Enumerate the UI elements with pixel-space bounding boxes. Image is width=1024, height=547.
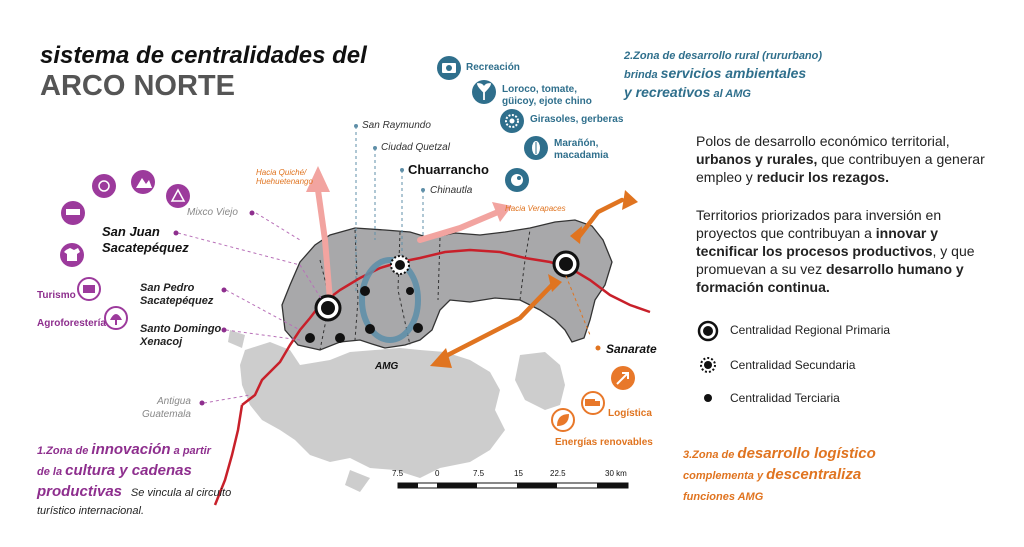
place-chuarrancho: Chuarrancho xyxy=(408,162,489,177)
legend-symbol-primary xyxy=(697,320,719,342)
zone2-line2b: servicios ambientales xyxy=(660,65,807,81)
place-santo-domingo-2: Xenacoj xyxy=(140,336,183,348)
direction-arrows-pink xyxy=(315,187,501,303)
hammock-icon xyxy=(61,201,85,225)
scale-tick-0: 7.5 xyxy=(392,469,404,478)
zone3-icons xyxy=(551,366,635,432)
product-label-nuts-2: macadamia xyxy=(554,150,609,161)
shirt-icon xyxy=(60,243,84,267)
place-hacia-quiche: Hacia Quiché/ Huehuetenango xyxy=(256,168,313,186)
municipal-borders xyxy=(319,229,531,351)
truck-icon xyxy=(581,391,605,415)
place-san-juan: San Juan Sacatepéquez xyxy=(102,224,189,256)
label-turismo: Turismo xyxy=(37,290,76,301)
sprout-icon xyxy=(472,80,496,104)
camera-icon xyxy=(437,56,461,80)
product-label-nuts: Marañón, macadamia xyxy=(554,138,608,162)
arrow-head-verapaces xyxy=(492,202,512,222)
urban-area-background xyxy=(228,330,565,492)
place-antigua-1: Antigua xyxy=(157,396,191,407)
place-chinautla: Chinautla xyxy=(430,185,473,196)
title-line2: ARCO NORTE xyxy=(40,70,235,102)
arrow-head-2 xyxy=(548,274,562,292)
product-label-recreacion: Recreación xyxy=(466,62,520,73)
place-san-pedro-1: San Pedro xyxy=(140,282,195,294)
product-label-vegetables-2: güicoy, ejote chino xyxy=(502,96,592,107)
product-label-flowers: Girasoles, gerberas xyxy=(530,114,624,125)
description-paragraph-2: Territorios priorizados para inversión e… xyxy=(696,207,975,295)
camera-purple-icon xyxy=(77,277,101,301)
place-mixco-viejo: Mixco Viejo xyxy=(187,207,238,218)
arrow-head-quiche xyxy=(306,166,330,192)
leaf-energy-icon xyxy=(551,408,575,432)
centrality-secondary-chuarrancho xyxy=(390,255,410,275)
scale-bar xyxy=(397,482,629,489)
place-antigua: Antigua Guatemala xyxy=(142,395,191,421)
description-paragraph-1: Polos de desarrollo económico territoria… xyxy=(696,133,985,185)
nut-icon xyxy=(505,168,529,192)
zone2-line2a: brinda xyxy=(624,69,661,81)
place-san-pedro-2: Sacatepéquez xyxy=(140,295,214,307)
label-energias: Energías renovables xyxy=(555,437,653,448)
zone2-line3a: y recreativos xyxy=(624,84,711,100)
sunflower-icon xyxy=(500,109,524,133)
logistic-arrows xyxy=(439,197,625,361)
zone2-line1: 2.Zona de desarrollo rural (rururbano) xyxy=(624,50,823,62)
scale-tick-4: 22.5 xyxy=(550,469,566,478)
rural-zone-ellipse xyxy=(359,257,421,343)
product-label-nuts-1: Marañón, xyxy=(554,138,599,149)
place-san-raymundo: San Raymundo xyxy=(362,120,431,131)
place-santo-domingo-1: Santo Domingo xyxy=(140,323,222,335)
place-ciudad-quetzal: Ciudad Quetzal xyxy=(381,142,450,153)
mountain-icon xyxy=(131,170,155,194)
zone2-icons xyxy=(437,56,548,192)
title-line1: sistema de centralidades del xyxy=(40,42,367,69)
centrality-primary-san-juan xyxy=(314,294,342,322)
trend-arrow-icon xyxy=(611,366,635,390)
centrality-primary-sanarate xyxy=(552,250,580,278)
arrow-head-1 xyxy=(430,348,452,368)
leader-dots xyxy=(173,124,601,406)
scale-tick-1: 0 xyxy=(435,469,440,478)
centrality-tertiary-group xyxy=(305,286,423,343)
legend-symbol-tertiary xyxy=(704,394,712,402)
product-label-vegetables-1: Loroco, tomate, xyxy=(502,84,578,95)
place-santo-domingo: Santo Domingo Xenacoj xyxy=(140,323,221,349)
place-hacia-verapaces: Hacia Verapaces xyxy=(505,204,566,213)
place-san-juan-1: San Juan xyxy=(102,224,160,239)
arrow-head-4 xyxy=(570,226,582,244)
highway-branch xyxy=(213,404,244,506)
seed-icon xyxy=(524,136,548,160)
leader-lines xyxy=(177,126,591,404)
place-san-juan-2: Sacatepéquez xyxy=(102,240,189,255)
scale-tick-5: 30 km xyxy=(605,469,627,478)
compass-icon xyxy=(92,174,116,198)
scale-tick-3: 15 xyxy=(514,469,523,478)
scale-tick-2: 7.5 xyxy=(473,469,485,478)
place-antigua-2: Guatemala xyxy=(142,409,191,420)
place-hacia-quiche-1: Hacia Quiché/ xyxy=(256,168,307,177)
zone3-description: 3.Zona de desarrollo logístico complemen… xyxy=(683,445,876,503)
hiking-icon xyxy=(166,184,190,208)
product-label-vegetables: Loroco, tomate, güicoy, ejote chino xyxy=(502,84,592,108)
zone2-header: 2.Zona de desarrollo rural (rururbano) b… xyxy=(624,50,822,100)
place-hacia-quiche-2: Huehuetenango xyxy=(256,177,313,186)
label-logistica: Logística xyxy=(608,408,652,419)
zone1-icons xyxy=(60,170,190,330)
zone1-description: 1.Zona de innovación a partir de la cult… xyxy=(37,441,232,517)
label-agroforesteria: Agroforestería xyxy=(37,318,106,329)
arrow-head-3 xyxy=(622,190,638,210)
zone2-line3b: al AMG xyxy=(710,88,751,100)
tree-icon xyxy=(104,306,128,330)
place-sanarate: Sanarate xyxy=(606,342,657,356)
place-amg: AMG xyxy=(375,361,399,372)
legend-symbol-secondary xyxy=(700,357,716,373)
place-san-pedro: San Pedro Sacatepéquez xyxy=(140,282,213,308)
